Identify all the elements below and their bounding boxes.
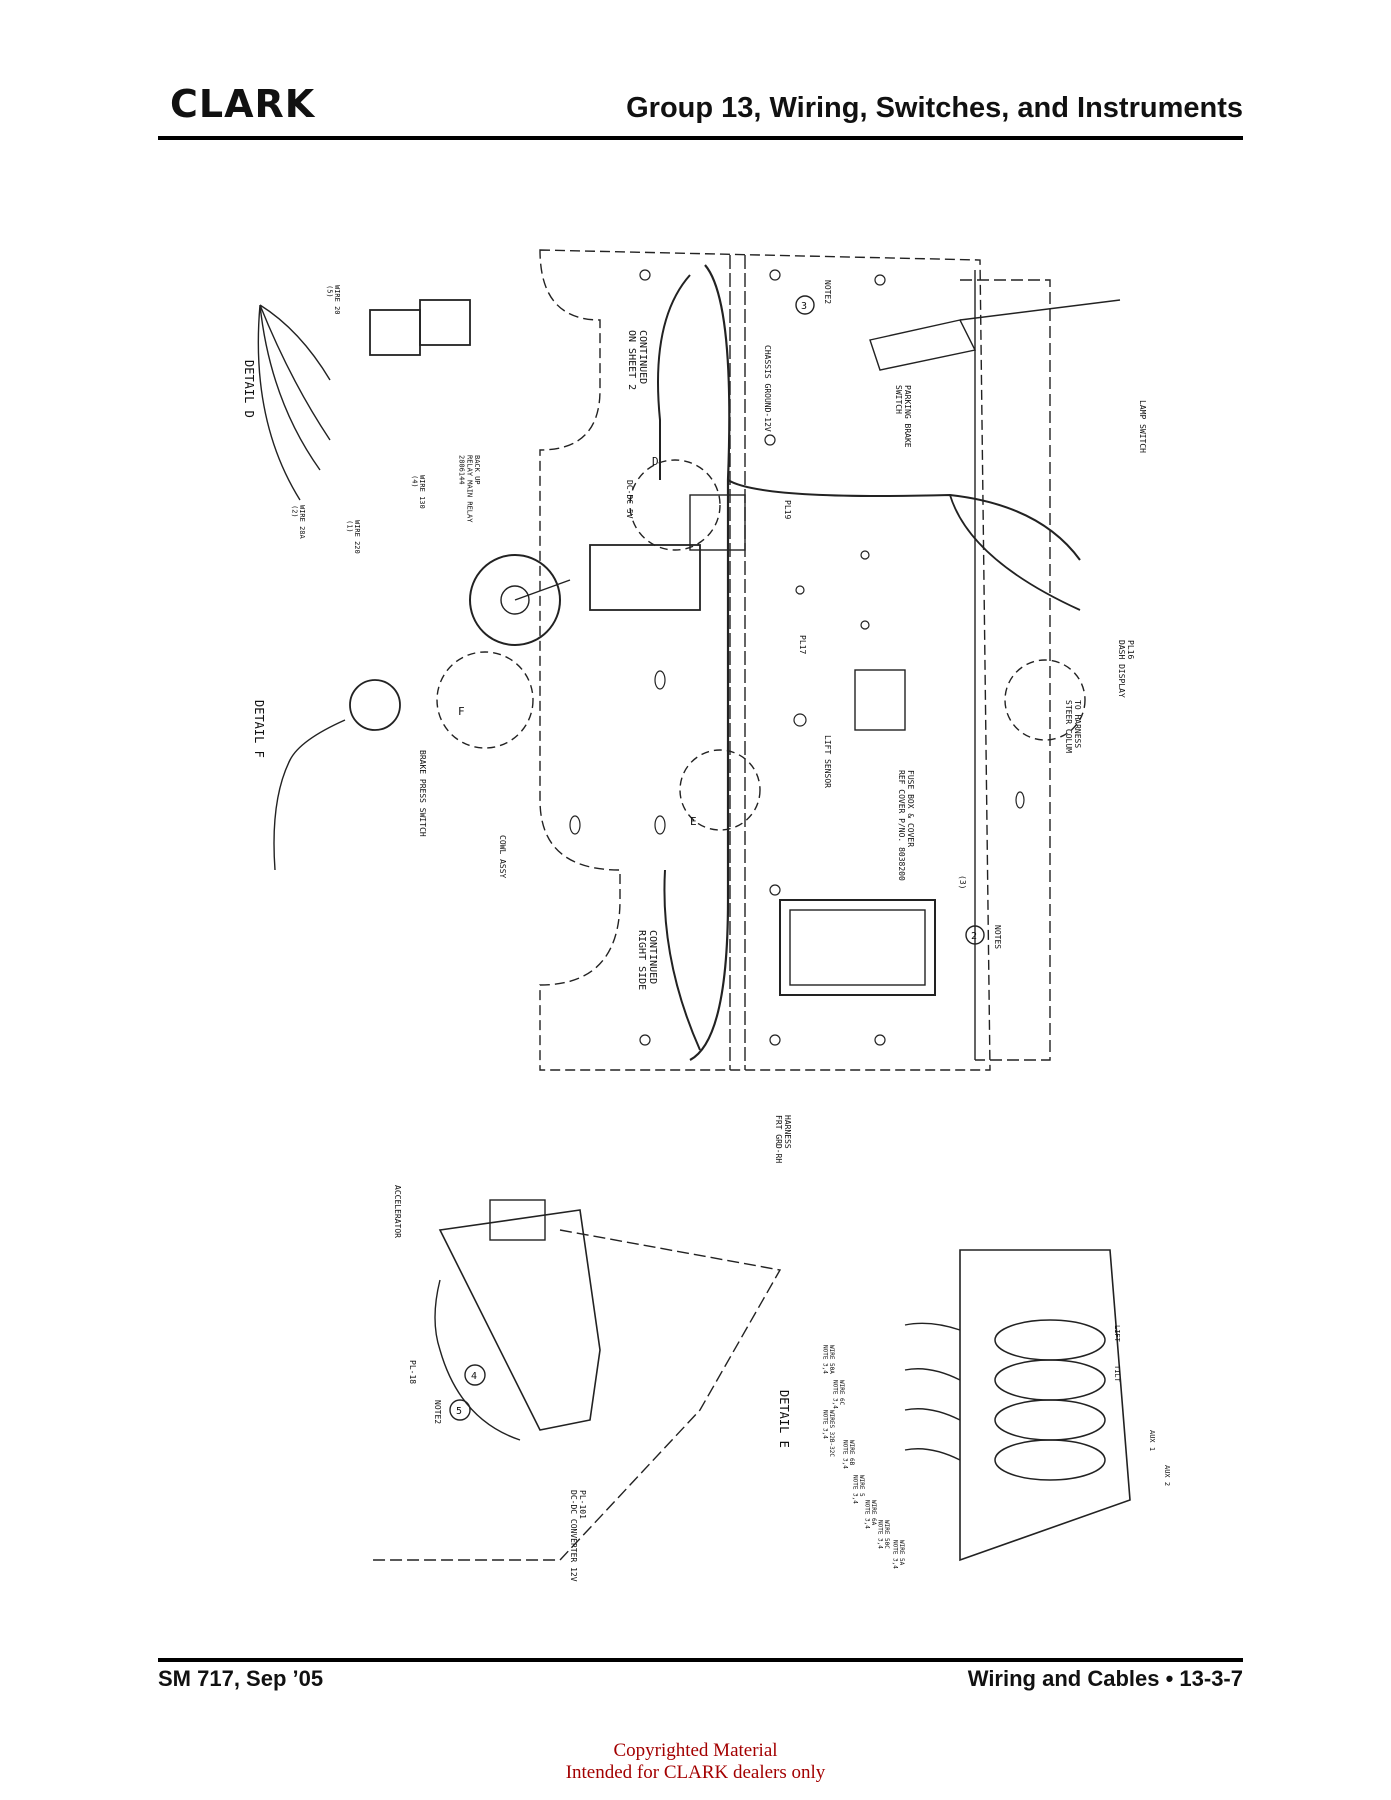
label-qty-3: (3) (958, 875, 967, 889)
callout-5-bubble (449, 1399, 471, 1421)
label-pl101: PL-101DC-DC CONVERTER 12V (569, 1490, 587, 1582)
label-wire-6a: WIRE 6ANOTE 3,4 (863, 1500, 877, 1529)
steer-column-marker (1004, 659, 1086, 741)
letter-f: F (458, 705, 465, 718)
detail-f-brake-switch (349, 679, 401, 731)
clark-logo: CLARK (170, 82, 316, 126)
footer-rule (158, 1658, 1243, 1662)
harness-to-pl19 (727, 479, 1081, 561)
lift-sensor-body (854, 669, 906, 731)
harness-branch-upper (657, 274, 691, 480)
main-harness-wire (689, 264, 731, 1061)
label-detail-f: DETAIL F (252, 700, 266, 758)
label-to-harness: TO HARNESSSTEER COLUM (1064, 700, 1082, 753)
accelerator-plate (370, 1229, 782, 1561)
label-accelerator: ACCELERATOR (393, 1185, 402, 1238)
label-wire-220: WIRE 220(1) (345, 520, 361, 554)
label-brake-press: BRAKE PRESS SWITCH (418, 750, 427, 837)
accelerator-wire (434, 1279, 521, 1441)
detail-d-relay-1 (369, 309, 421, 356)
label-aux2: AUX 2 (1163, 1465, 1171, 1486)
dcdc-5v-module (589, 544, 701, 611)
label-wires-32b: WIRES 32B-32CNOTE 3,4 (821, 1410, 835, 1457)
fuse-box (779, 899, 936, 996)
harness-to-pl16 (949, 494, 1081, 611)
plate-right-edge (960, 279, 1051, 1061)
letter-d: D (652, 455, 659, 468)
label-pl19: PL19 (783, 500, 792, 519)
parking-brake-cable (959, 299, 1121, 321)
horn-assembly (469, 554, 561, 646)
label-dcdc-5v: DC-DC 5V (625, 480, 634, 519)
label-continued-right: CONTINUEDRIGHT SIDE (636, 930, 658, 990)
harness-branch-lower (663, 869, 701, 1051)
horn-arm (514, 579, 571, 601)
callout-2-bubble (965, 925, 985, 945)
label-wire-50a: WIRE 50ANOTE 3,4 (821, 1345, 835, 1374)
label-fuse-box: FUSE BOX & COVERREF COVER P/NO. 8038200 (897, 770, 915, 881)
label-wire-6b: WIRE 6BNOTE 3,4 (841, 1440, 855, 1469)
label-pl17: PL17 (798, 635, 807, 654)
label-parking-brake: PARKING BRAKESWITCH (894, 385, 912, 448)
pl19-connector (689, 494, 746, 551)
detail-d-relay-2 (419, 299, 471, 346)
header-rule (158, 136, 1243, 140)
label-note2-bottom: NOTE2 (433, 1400, 442, 1424)
label-tilt: TILT (1113, 1365, 1121, 1383)
accelerator-pedal-module (489, 1199, 546, 1241)
group-title: Group 13, Wiring, Switches, and Instrume… (626, 92, 1243, 124)
label-wire-20: WIRE 20(5) (325, 285, 341, 315)
manual-id: SM 717, Sep ’05 (158, 1666, 324, 1691)
callout-4-bubble (464, 1364, 486, 1386)
fuse-box-lid (789, 909, 926, 986)
label-wire-6c: WIRE 6CNOTE 3,4 (831, 1380, 845, 1409)
label-wire-5: WIRE 5NOTE 3,4 (851, 1475, 865, 1504)
label-aux1: AUX 1 (1148, 1430, 1156, 1451)
detail-f-marker (436, 651, 534, 749)
label-harness-frt: HARNESSFRT GRD-RH (774, 1115, 792, 1163)
detail-e-valve-bank (959, 1249, 1131, 1562)
detail-d-marker (629, 459, 721, 551)
accelerator-bracket (438, 1209, 601, 1431)
label-notes-bottom: NOTES (993, 925, 1002, 949)
callout-4: 4 (471, 1371, 477, 1382)
letter-e: E (690, 815, 697, 828)
section-page: Wiring and Cables • 13-3-7 (967, 1666, 1243, 1691)
detail-e-marker (679, 749, 761, 831)
label-wire-50c: WIRE 50CNOTE 3,4 (876, 1520, 890, 1549)
parking-brake-switch (869, 319, 977, 371)
label-continued-sheet2: CONTINUEDON SHEET 2 (626, 330, 648, 390)
label-wire-130: WIRE 130(4) (410, 475, 426, 509)
copyright-line-1: Copyrighted Material (613, 1740, 778, 1761)
label-note2-top: NOTE2 (823, 280, 832, 304)
callout-5: 5 (456, 1406, 462, 1417)
label-wire-28a: WIRE 28A(2) (290, 505, 306, 540)
label-wire-5a: WIRE 5ANOTE 3,4 (891, 1540, 905, 1569)
label-pl18: PL-18 (408, 1360, 417, 1384)
detail-e-wires (904, 1322, 961, 1461)
label-detail-e: DETAIL E (777, 1390, 791, 1448)
detail-e-valves (994, 1319, 1106, 1481)
callout-2: 2 (971, 931, 977, 942)
detail-d-wires (257, 304, 331, 501)
label-backup-relay: BACK UPRELAY MAIN RELAY2806144 (458, 455, 481, 523)
horn-center (500, 585, 530, 615)
copyright-line-2: Intended for CLARK dealers only (565, 1762, 826, 1783)
label-lamp-switch: LAMP SWITCH (1138, 400, 1147, 453)
label-detail-d: DETAIL D (242, 360, 256, 418)
chassis-plate-outline (539, 249, 991, 1071)
callout-3-bubble (795, 295, 815, 315)
label-lift-sensor: LIFT SENSOR (823, 735, 832, 788)
plate-holes (569, 269, 1025, 1046)
label-cowl-assy: COWL ASSY (498, 835, 507, 879)
label-chassis-ground: CHASSIS GROUND-12V (763, 345, 772, 432)
detail-f-wire (273, 719, 346, 871)
label-pl16: PL16DASH DISPLAY (1117, 640, 1135, 698)
callout-3: 3 (801, 301, 807, 312)
label-lift: LIFT (1113, 1325, 1121, 1343)
